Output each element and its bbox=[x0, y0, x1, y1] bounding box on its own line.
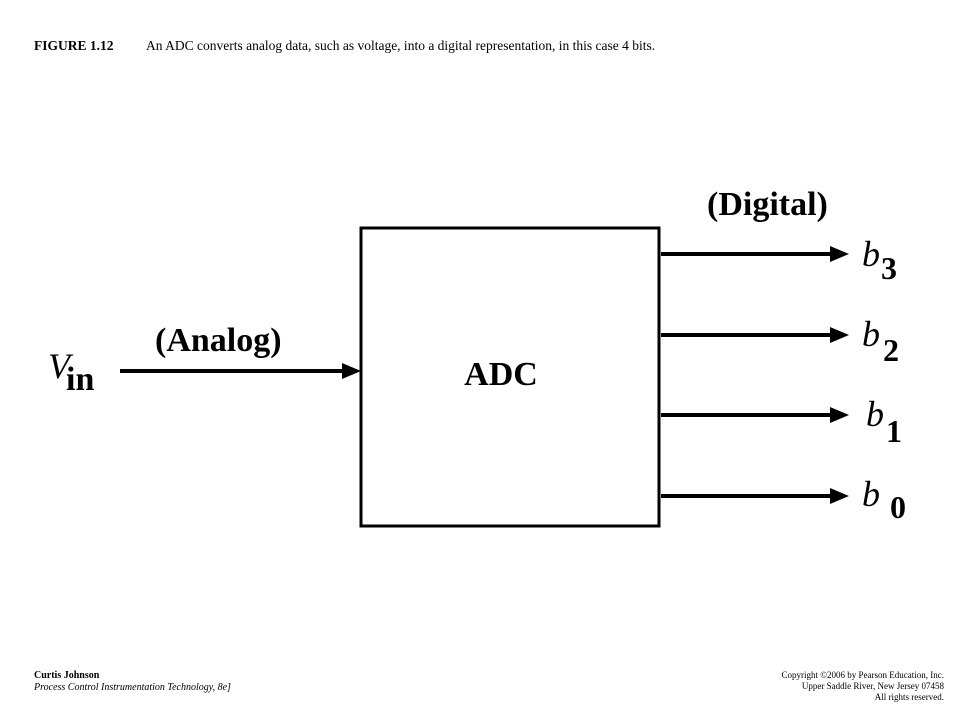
output-b3-symbol: b bbox=[862, 234, 880, 274]
output-b0-symbol: b bbox=[862, 474, 880, 514]
output-arrowhead-b2 bbox=[830, 327, 849, 343]
footer-book-title: Process Control Instrumentation Technolo… bbox=[34, 682, 231, 693]
output-b2-subscript: 2 bbox=[883, 332, 899, 368]
caption-text: An ADC converts analog data, such as vol… bbox=[146, 38, 656, 53]
adc-block bbox=[359, 226, 661, 528]
output-arrowhead-b0 bbox=[830, 488, 849, 504]
copyright-line-3: All rights reserved. bbox=[874, 692, 944, 702]
input-arrowhead bbox=[342, 363, 361, 379]
adc-label: ADC bbox=[464, 356, 538, 393]
output-arrowhead-b3 bbox=[830, 246, 849, 262]
output-b2-symbol: b bbox=[862, 314, 880, 354]
footer-copyright: Copyright ©2006 by Pearson Education, In… bbox=[781, 670, 944, 703]
footer-author: Curtis Johnson bbox=[34, 670, 100, 681]
copyright-line-2: Upper Saddle River, New Jersey 07458 bbox=[801, 681, 944, 691]
output-arrowhead-b1 bbox=[830, 407, 849, 423]
input-subscript-in: in bbox=[66, 361, 94, 398]
analog-label: (Analog) bbox=[155, 322, 282, 359]
output-b1-symbol: b bbox=[866, 394, 884, 434]
output-b1-subscript: 1 bbox=[886, 413, 902, 449]
footer-credits: Curtis Johnson Process Control Instrumen… bbox=[34, 670, 231, 694]
figure-caption: FIGURE 1.12 An ADC converts analog data, … bbox=[34, 38, 655, 54]
copyright-line-1: Copyright ©2006 by Pearson Education, In… bbox=[781, 670, 944, 680]
digital-label: (Digital) bbox=[707, 186, 828, 223]
figure-number: FIGURE 1.12 bbox=[34, 38, 114, 53]
output-b0-subscript: 0 bbox=[890, 489, 906, 525]
input-symbol-v: V bbox=[48, 346, 74, 386]
output-b3-subscript: 3 bbox=[881, 250, 897, 286]
